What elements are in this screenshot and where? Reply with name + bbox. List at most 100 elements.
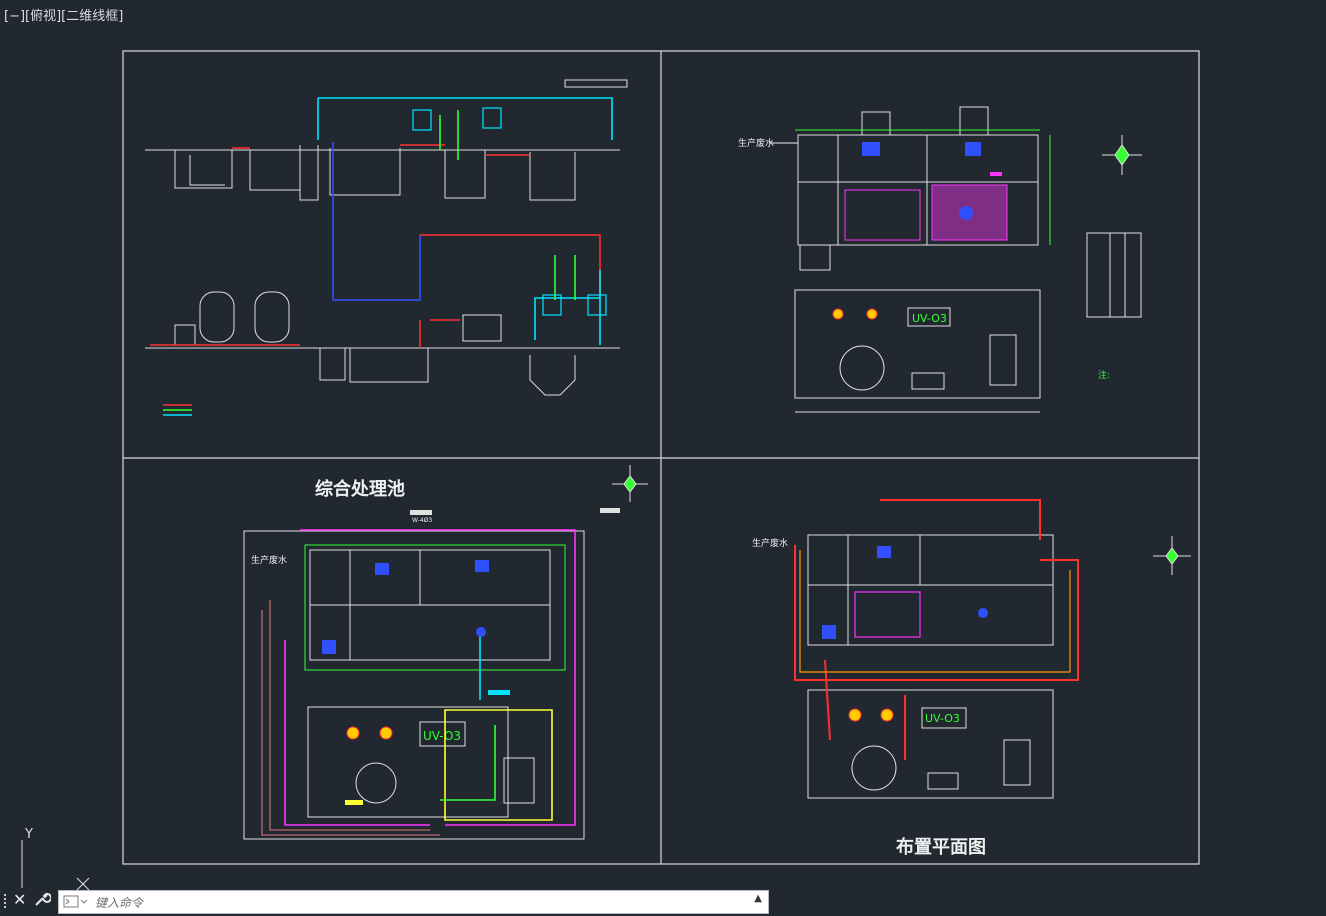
pipe-tag-box-1 — [410, 510, 432, 515]
magenta-tag — [990, 172, 1002, 176]
viewport-controls-label[interactable]: [−][俯视][二维线框] — [4, 9, 124, 24]
pool-outline-br — [807, 534, 1054, 646]
aerator-icon-br — [978, 608, 988, 618]
pipe-brown-2 — [261, 610, 440, 836]
pipe-green-loop — [304, 544, 566, 671]
carbon-filter-icon-br — [880, 708, 894, 722]
pump-icon-bl-1 — [375, 563, 389, 575]
uv-o3-label-br: UV-O3 — [925, 712, 960, 725]
pump-icon-1 — [862, 142, 880, 156]
pipe-red-loop-br — [794, 545, 1079, 681]
equipment-area — [307, 706, 509, 818]
command-input[interactable] — [93, 892, 757, 914]
north-arrow-icon — [1102, 135, 1142, 175]
uv-box-br — [921, 707, 967, 729]
command-input-wrapper[interactable]: ▲ — [58, 890, 769, 914]
tank-settler — [299, 145, 319, 201]
equipment-room — [794, 289, 1041, 399]
tank-intermediate — [319, 348, 346, 381]
pipe-blue-return — [332, 142, 421, 301]
tank-clear — [349, 348, 429, 383]
layout-frames — [122, 50, 1200, 865]
dosing-box-bl — [503, 757, 535, 804]
dosing-tank-3 — [542, 294, 562, 316]
integrated-pool-plan[interactable]: 综合处理池 UV-O3 生产废水 — [243, 465, 648, 840]
dosing-tank-4 — [587, 294, 607, 316]
pump-icon-br-1 — [877, 546, 891, 558]
site-boundary — [243, 530, 585, 840]
pipe-tag-box-4 — [345, 800, 363, 805]
pipe-tag-1: W-4Ø3 — [412, 517, 432, 524]
chevron-up-icon[interactable]: ▲ — [754, 893, 762, 904]
filter-media-area — [844, 189, 921, 241]
clean-water-tank-br — [851, 745, 897, 791]
tank-cone — [529, 355, 576, 396]
layout-plan-title: 布置平面图 — [896, 836, 986, 858]
plan-view-top-right[interactable]: UV-O3 生产废水 注: — [738, 106, 1142, 413]
grip-handle-icon[interactable] — [3, 892, 9, 910]
valve-well-2 — [959, 106, 989, 136]
carbon-filter-icon-bl — [379, 726, 393, 740]
wrench-icon[interactable] — [33, 890, 53, 910]
pipe-tag-box-3 — [488, 690, 510, 695]
equipment-room-br — [807, 689, 1054, 799]
valve-well-1 — [861, 111, 891, 136]
pipe-red-uv — [419, 319, 460, 348]
layout-plan-view[interactable]: 布置平面图 UV-O3 生产废水 — [752, 499, 1191, 858]
pump-icon-bl-3 — [322, 640, 336, 654]
valve-well-3 — [799, 244, 831, 271]
command-prompt-icon[interactable] — [63, 895, 89, 909]
pipe-green-top — [439, 110, 459, 160]
pipe-red-top-br — [880, 499, 1041, 540]
pipe-red-drop-br — [824, 659, 906, 760]
tank-sludge — [529, 152, 576, 201]
pump-icon-2 — [965, 142, 981, 156]
sand-filter-icon-top — [832, 308, 844, 320]
pump-box — [174, 324, 196, 346]
tank-reg — [249, 150, 301, 191]
uv-o3-label-top: UV-O3 — [912, 312, 947, 325]
clean-water-tank-circle — [839, 345, 885, 391]
production-wastewater-label-br: 生产废水 — [752, 537, 788, 549]
pipe-brown — [269, 600, 430, 831]
production-wastewater-label-bl: 生产废水 — [251, 554, 287, 566]
pipe-green-dosing — [554, 255, 576, 300]
uv-o3-label-bl: UV-O3 — [423, 729, 461, 743]
sand-filter-vessel — [199, 291, 235, 343]
aerator-icon — [959, 206, 973, 220]
process-flow-diagram[interactable] — [145, 79, 628, 416]
pool-outline — [797, 134, 1039, 246]
dosing-box — [989, 334, 1017, 386]
pipe-cyan-top — [317, 97, 613, 140]
tank-collection — [174, 150, 233, 189]
uv-o3-box-top — [907, 307, 951, 327]
tank-treat — [444, 150, 486, 199]
command-line-bar[interactable]: ✕ ▲ — [0, 888, 770, 914]
title-block-small — [564, 79, 628, 88]
production-wastewater-label-top: 生产废水 — [738, 137, 774, 149]
pipe-yellow — [444, 709, 553, 821]
tank-mid — [329, 148, 401, 196]
distribution-room-br — [927, 772, 959, 790]
pipe-red-mid — [420, 234, 601, 300]
uv-box-bl — [419, 721, 466, 747]
pipe-magenta — [284, 529, 576, 826]
pipe-cyan-right — [534, 297, 600, 340]
dosing-tank-1 — [412, 109, 432, 131]
carbon-filter-vessel — [254, 291, 290, 343]
aerator-icon-bl — [476, 627, 486, 637]
north-arrow-icon-bl — [612, 465, 648, 502]
tank-inner — [189, 155, 225, 186]
clean-water-tank-bl — [355, 762, 397, 804]
pipe-red-top — [400, 144, 530, 156]
ucs-axis-icon: Y — [21, 827, 90, 891]
filter-media-br — [854, 591, 921, 638]
uv-unit-box — [462, 314, 502, 342]
pipe-green-bl — [440, 725, 496, 801]
equipment-table — [1086, 232, 1142, 318]
dosing-box-br — [1003, 739, 1031, 786]
pipe-orange-br — [799, 550, 1071, 673]
pump-icon-bl-2 — [475, 560, 489, 572]
close-icon[interactable]: ✕ — [13, 890, 27, 909]
